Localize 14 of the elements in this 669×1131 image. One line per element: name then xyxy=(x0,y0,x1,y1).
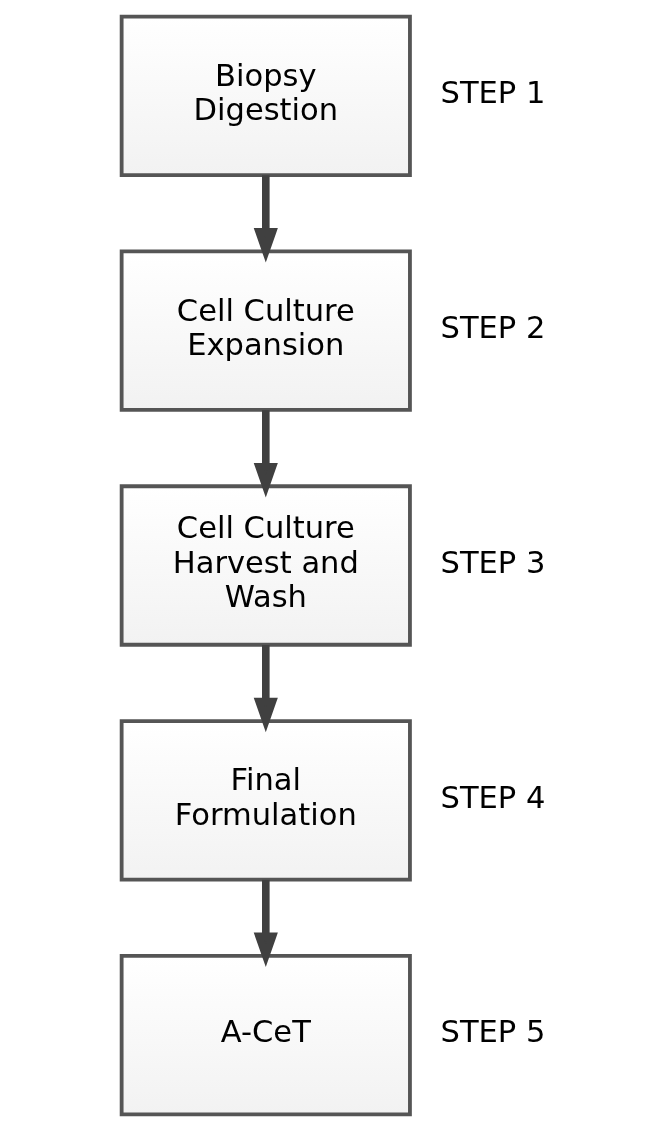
node-box: Cell Culture Expansion xyxy=(119,249,412,412)
node-box: Final Formulation xyxy=(119,719,412,882)
node-box: Cell Culture Harvest and Wash xyxy=(119,484,412,647)
node-label: STEP 5 xyxy=(440,1014,545,1050)
arrow xyxy=(253,645,278,733)
node-box: A-CeT xyxy=(119,954,412,1117)
arrow xyxy=(253,175,278,263)
node-label: STEP 2 xyxy=(440,309,545,345)
node-label: STEP 1 xyxy=(440,75,545,111)
arrow xyxy=(253,410,278,498)
node-label: STEP 4 xyxy=(440,779,545,815)
arrow xyxy=(253,879,278,968)
node-label: STEP 3 xyxy=(440,544,545,580)
node-box: Biopsy Digestion xyxy=(119,14,412,177)
